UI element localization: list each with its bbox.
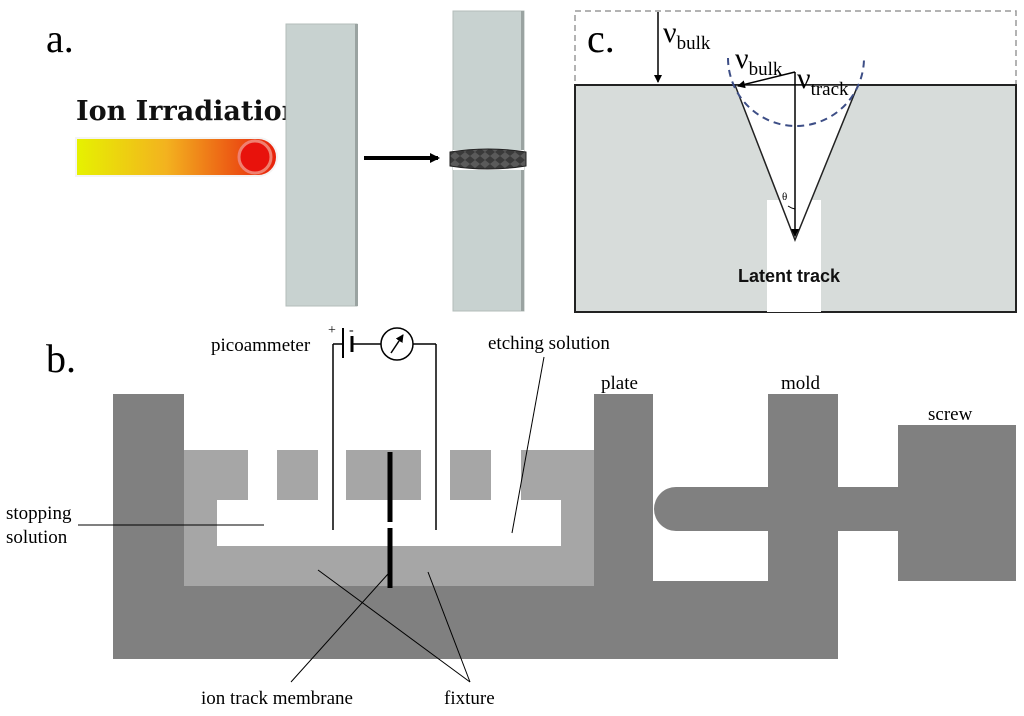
etched-cone xyxy=(733,84,860,243)
pristine-membrane xyxy=(285,23,358,307)
ion-beam-tip xyxy=(237,139,273,175)
panel-b: b. + - picoammeter xyxy=(6,323,1016,709)
plate-label: plate xyxy=(601,373,638,394)
battery-minus-sign: - xyxy=(349,323,354,338)
panel-c: c. νbulk νbulk νtrack θ Latent track xyxy=(574,10,1017,313)
mold-label: mold xyxy=(781,373,821,394)
membrane-leader xyxy=(290,573,389,683)
vbulk-cone-label: νbulk xyxy=(735,42,783,80)
mold-body xyxy=(113,394,838,659)
theta-symbol: θ xyxy=(782,191,787,203)
ion-track-damage-band xyxy=(449,148,527,170)
screw-label: screw xyxy=(928,404,973,425)
stopping-solution-label-line2: solution xyxy=(6,527,68,548)
panel-a: a. Ion Irradiation xyxy=(46,10,527,312)
vbulk-surface-label: νbulk xyxy=(663,16,711,54)
panel-a-label: a. xyxy=(46,16,74,61)
ion-track-membrane-label: ion track membrane xyxy=(201,688,353,709)
etching-solution-label: etching solution xyxy=(488,333,610,354)
vtrack-label: νtrack xyxy=(797,62,849,100)
screw-shaft xyxy=(654,487,898,531)
latent-track-label: Latent track xyxy=(738,266,841,286)
etching-solution-leader xyxy=(511,356,545,534)
gauge-needle xyxy=(390,334,404,354)
fixture-block-3 xyxy=(450,450,491,500)
panel-b-label: b. xyxy=(46,336,76,381)
panel-c-label: c. xyxy=(587,16,615,61)
stopping-solution-label-line1: stopping xyxy=(6,503,72,524)
fixture-leader-left xyxy=(317,569,471,683)
screw-head xyxy=(898,425,1016,581)
picoammeter-label: picoammeter xyxy=(211,335,311,356)
fixture-block-1 xyxy=(277,450,318,500)
irradiated-membrane xyxy=(449,10,527,312)
etch-front-arc xyxy=(727,57,865,127)
ion-beam xyxy=(75,137,278,177)
fixture-leader-right xyxy=(427,571,471,683)
fixture-block-2 xyxy=(346,450,421,500)
ion-irradiation-title: Ion Irradiation xyxy=(76,96,302,127)
fixture-base xyxy=(184,450,594,586)
battery-plus-sign: + xyxy=(328,323,336,338)
fixture-label: fixture xyxy=(444,688,495,709)
vbulk-cone-arrow xyxy=(737,71,796,89)
